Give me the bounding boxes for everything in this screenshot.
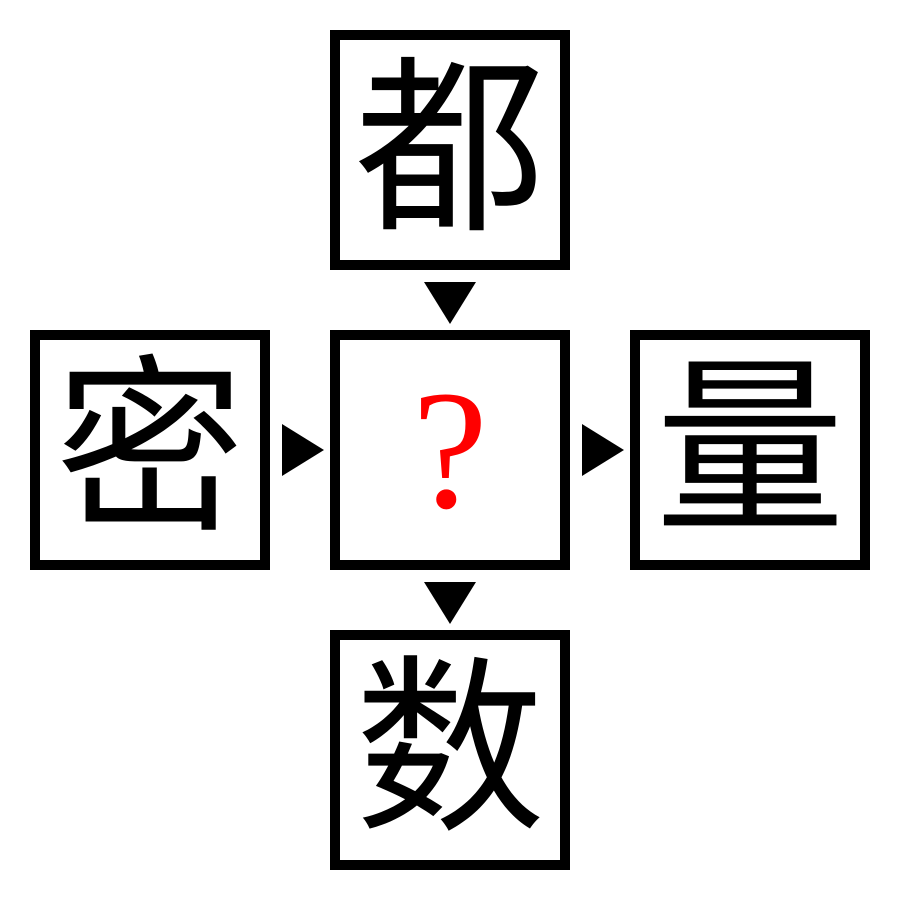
- cell-top: 都: [330, 30, 570, 270]
- triangle-down-icon: [424, 582, 476, 624]
- kanji-left: 密: [54, 339, 245, 560]
- cell-right: 量: [630, 330, 870, 570]
- kanji-bottom: 数: [354, 639, 545, 860]
- triangle-right-icon: [582, 424, 624, 476]
- kanji-right: 量: [654, 339, 845, 560]
- answer-cell[interactable]: ?: [330, 330, 570, 570]
- kanji-top: 都: [354, 39, 545, 260]
- cell-left: 密: [30, 330, 270, 570]
- question-mark: ?: [412, 356, 488, 544]
- triangle-down-icon: [424, 282, 476, 324]
- triangle-right-icon: [282, 424, 324, 476]
- cell-bottom: 数: [330, 630, 570, 870]
